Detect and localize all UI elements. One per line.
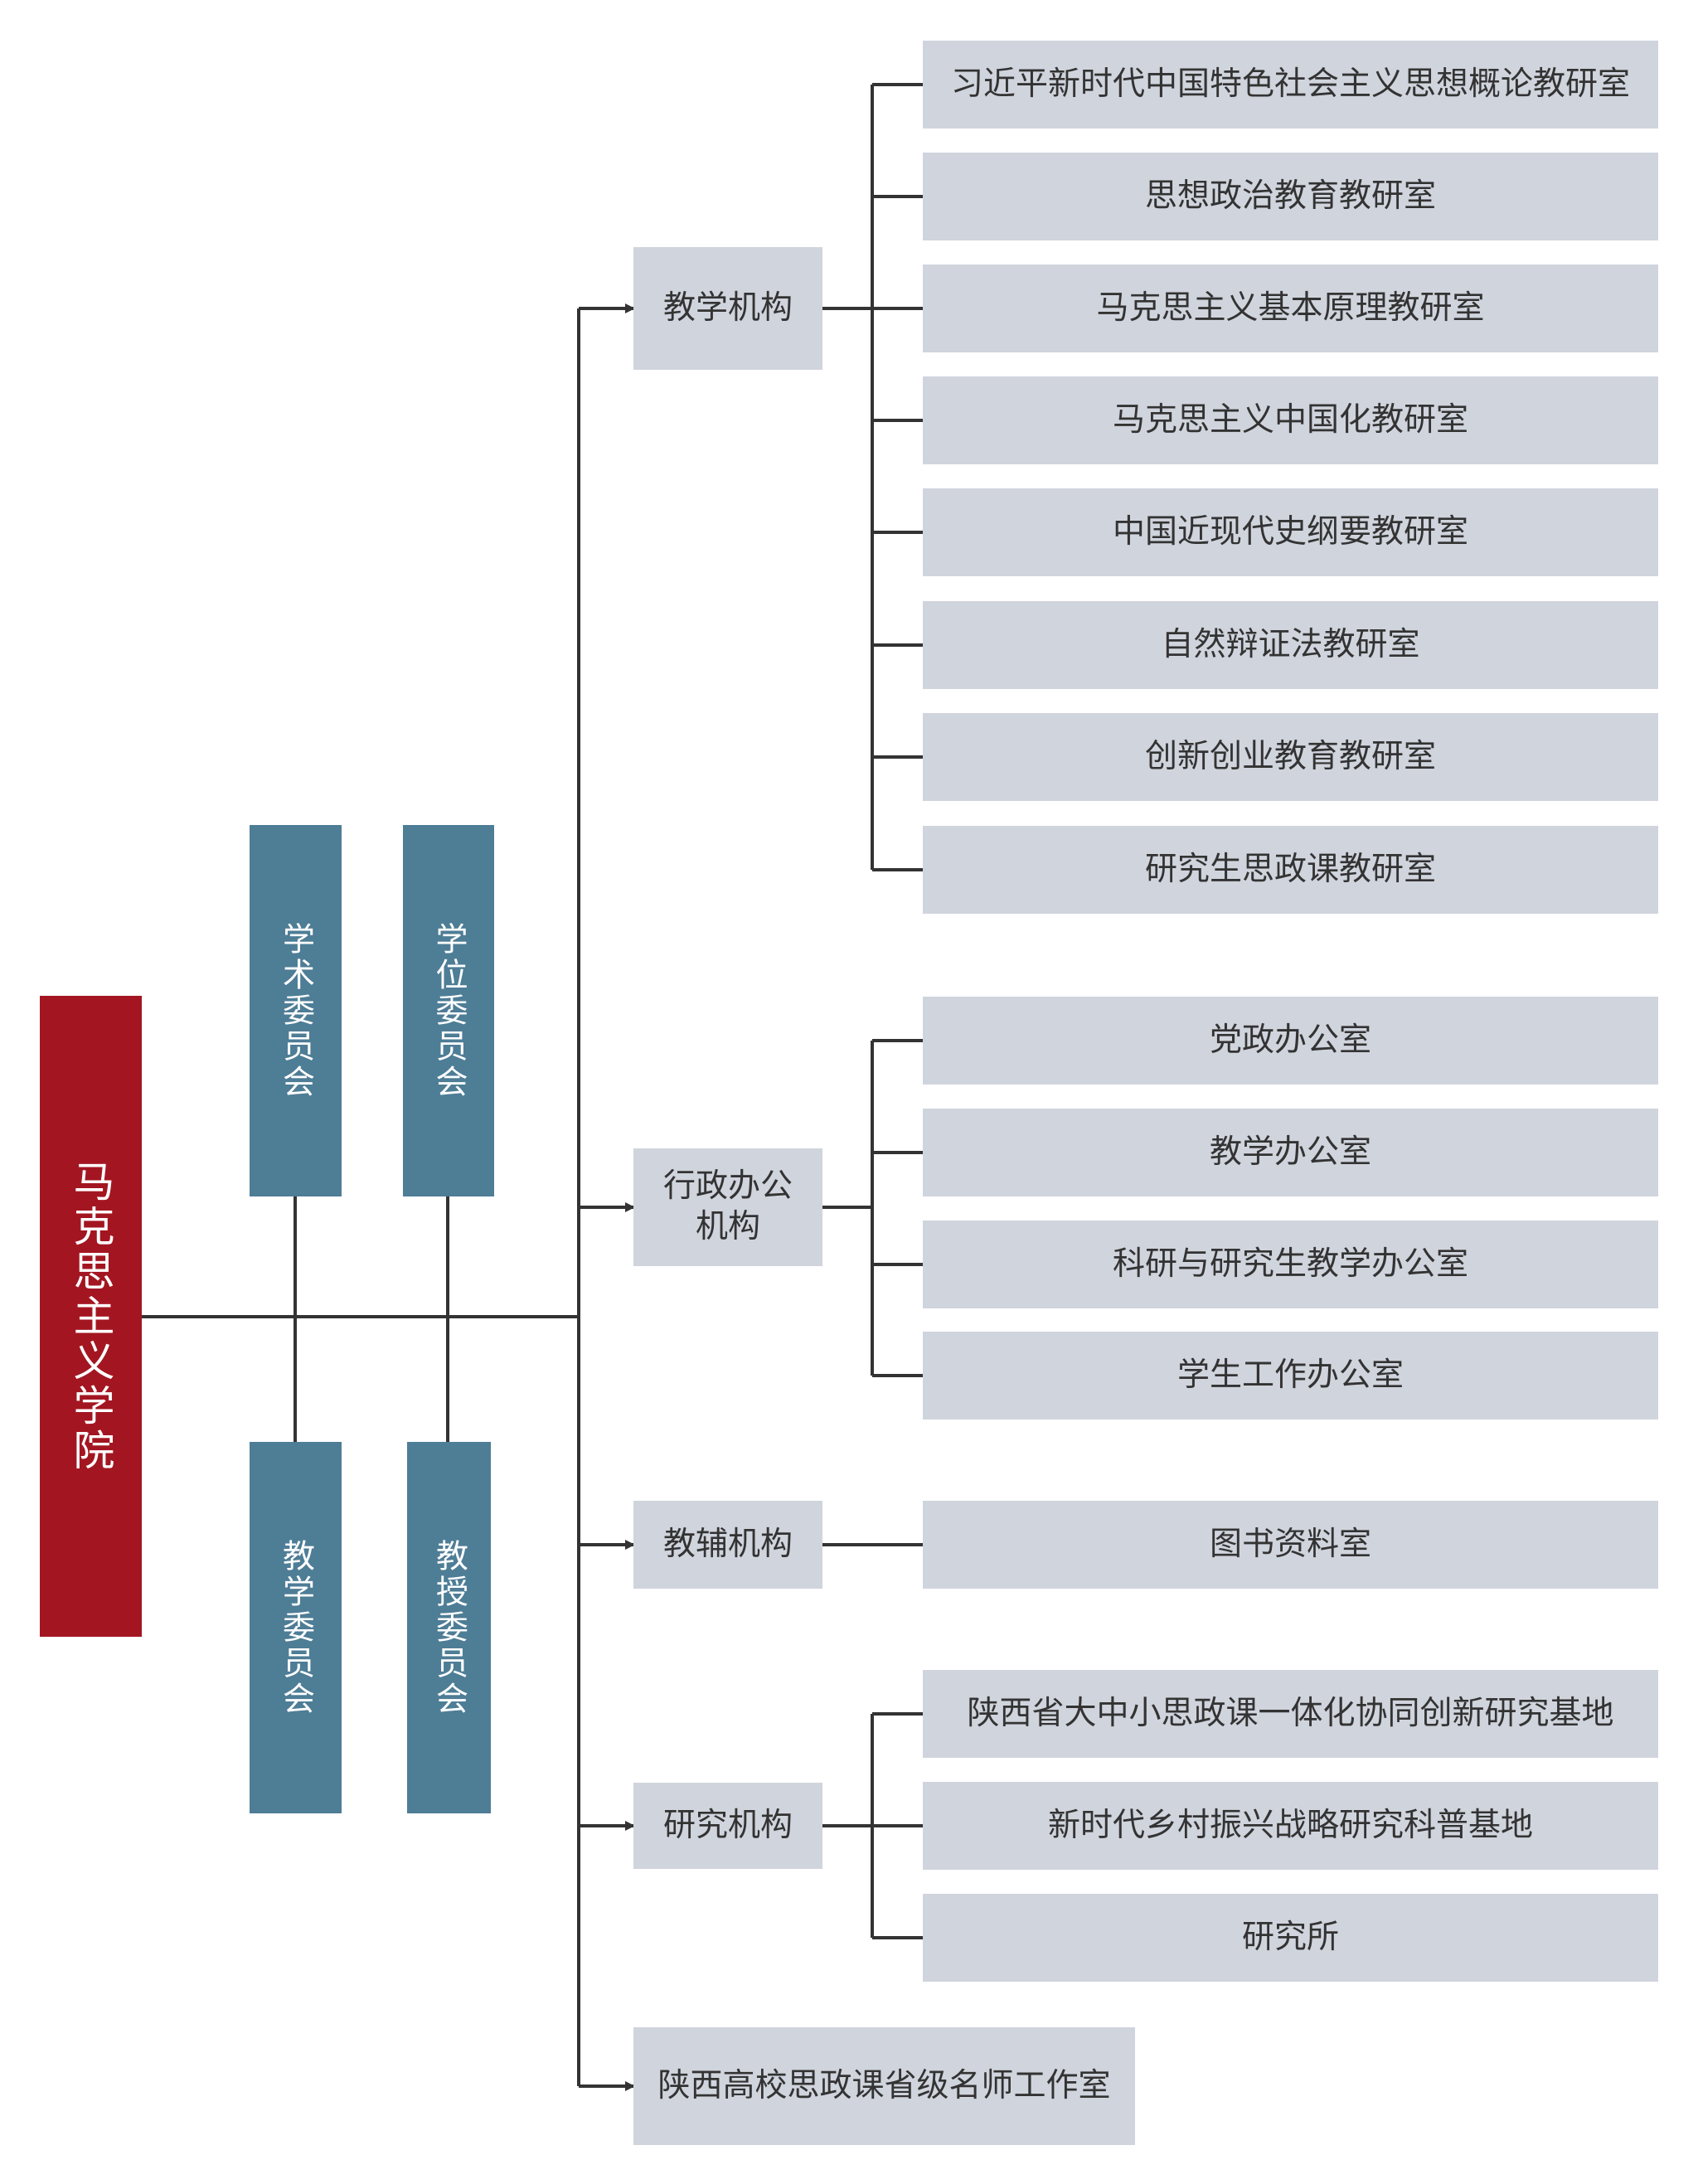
branch-research-label: 研究机构 — [662, 1806, 793, 1844]
child-node: 思想政治教育教研室 — [923, 153, 1658, 240]
child-node: 科研与研究生教学办公室 — [923, 1221, 1658, 1308]
child-label: 马克思主义中国化教研室 — [1112, 400, 1468, 439]
branch-support: 教辅机构 — [633, 1501, 822, 1589]
child-node: 陕西省大中小思政课一体化协同创新研究基地 — [923, 1670, 1658, 1758]
child-label: 思想政治教育教研室 — [1144, 177, 1436, 215]
child-node: 学生工作办公室 — [923, 1332, 1658, 1420]
child-node: 图书资料室 — [923, 1501, 1658, 1589]
child-node: 中国近现代史纲要教研室 — [923, 488, 1658, 576]
child-node: 新时代乡村振兴战略研究科普基地 — [923, 1782, 1658, 1870]
branch-admin-label: 行政办公机构 — [662, 1167, 793, 1245]
child-node: 习近平新时代中国特色社会主义思想概论教研室 — [923, 41, 1658, 129]
committee-academic-label: 学术委员会 — [277, 921, 315, 1100]
child-label: 研究生思政课教研室 — [1144, 850, 1436, 888]
branch-support-label: 教辅机构 — [662, 1525, 793, 1563]
child-label: 马克思主义基本原理教研室 — [1096, 289, 1485, 327]
root-label: 马克思主义学院 — [66, 1159, 115, 1473]
child-label: 中国近现代史纲要教研室 — [1112, 512, 1468, 551]
child-node: 研究生思政课教研室 — [923, 826, 1658, 914]
committee-teaching: 教学委员会 — [250, 1442, 342, 1813]
branch-admin: 行政办公机构 — [633, 1148, 822, 1266]
child-node: 研究所 — [923, 1894, 1658, 1982]
committee-degree: 学位委员会 — [403, 825, 494, 1196]
branch-research: 研究机构 — [633, 1783, 822, 1869]
child-label: 学生工作办公室 — [1176, 1356, 1404, 1394]
child-label: 研究所 — [1241, 1918, 1339, 1956]
child-node: 自然辩证法教研室 — [923, 601, 1658, 689]
child-node: 马克思主义基本原理教研室 — [923, 265, 1658, 352]
child-label: 自然辩证法教研室 — [1161, 625, 1420, 663]
branch-studio-label: 陕西高校思政课省级名师工作室 — [657, 2066, 1111, 2104]
committee-degree-label: 学位委员会 — [430, 921, 468, 1100]
branch-teaching: 教学机构 — [633, 247, 822, 370]
child-node: 创新创业教育教研室 — [923, 713, 1658, 801]
root-node: 马克思主义学院 — [40, 996, 142, 1637]
child-node: 马克思主义中国化教研室 — [923, 376, 1658, 464]
branch-teaching-label: 教学机构 — [662, 289, 793, 327]
child-node: 党政办公室 — [923, 997, 1658, 1085]
child-label: 陕西省大中小思政课一体化协同创新研究基地 — [967, 1694, 1614, 1732]
child-label: 习近平新时代中国特色社会主义思想概论教研室 — [950, 65, 1630, 103]
child-label: 图书资料室 — [1209, 1525, 1371, 1563]
child-label: 创新创业教育教研室 — [1144, 737, 1436, 775]
child-label: 教学办公室 — [1209, 1133, 1371, 1171]
committee-professor: 教授委员会 — [407, 1442, 491, 1813]
committee-professor-label: 教授委员会 — [430, 1538, 468, 1717]
child-label: 科研与研究生教学办公室 — [1112, 1245, 1468, 1283]
child-label: 党政办公室 — [1209, 1021, 1371, 1059]
child-label: 新时代乡村振兴战略研究科普基地 — [1047, 1806, 1533, 1844]
branch-studio: 陕西高校思政课省级名师工作室 — [633, 2027, 1135, 2145]
committee-academic: 学术委员会 — [250, 825, 342, 1196]
committee-teaching-label: 教学委员会 — [277, 1538, 315, 1717]
child-node: 教学办公室 — [923, 1109, 1658, 1196]
